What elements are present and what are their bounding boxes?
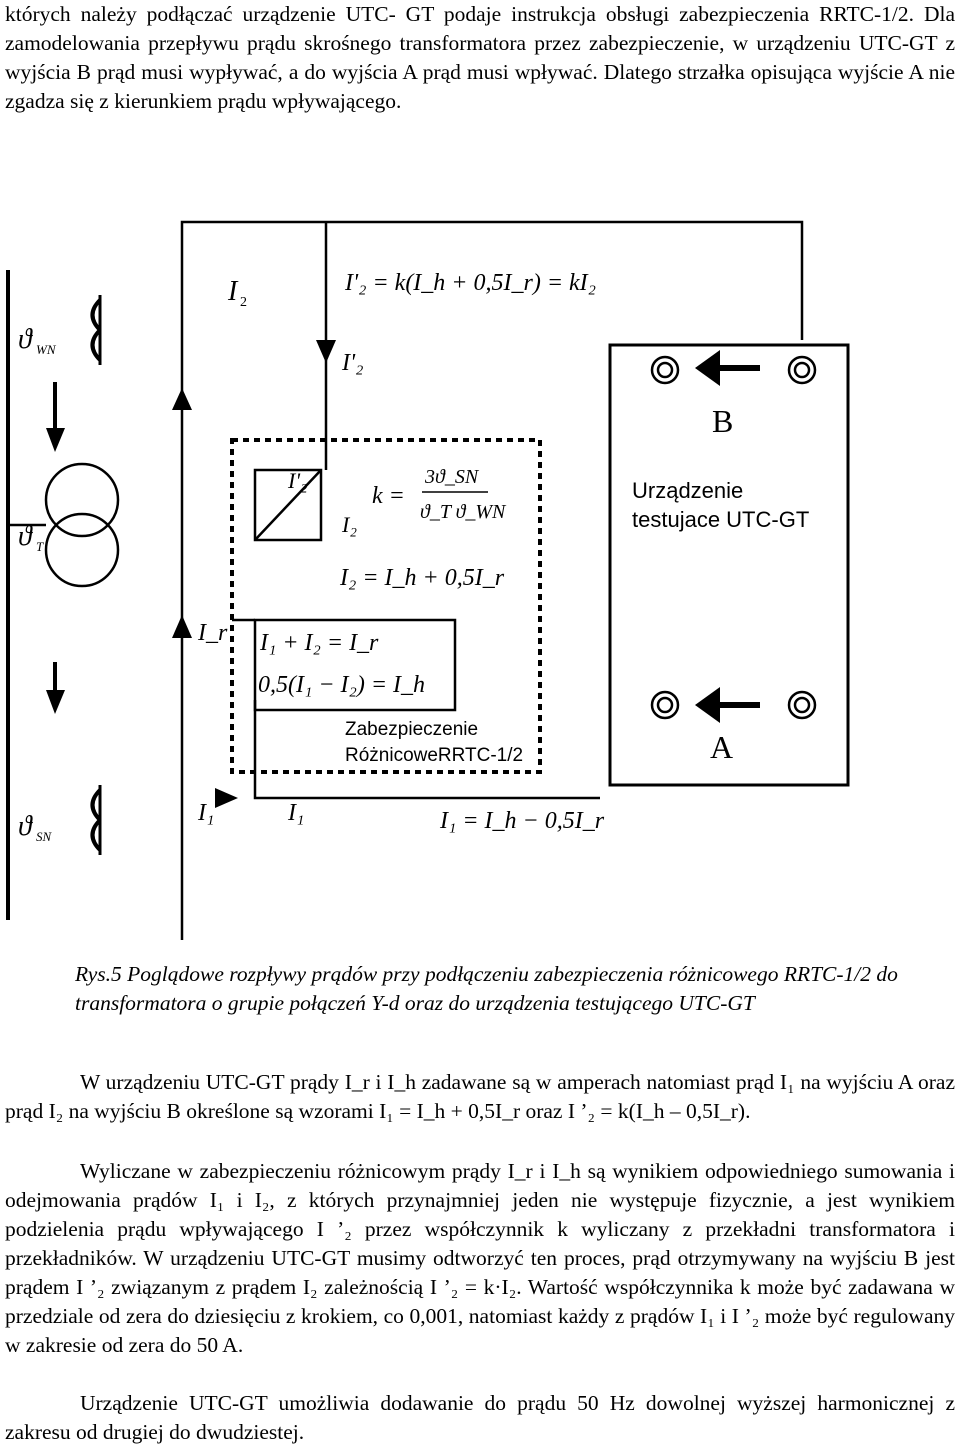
terminal-icon [650, 355, 680, 385]
i1-right-label: I₁ [287, 800, 304, 826]
i2-top-sub: 2 [240, 295, 247, 310]
sum-equation: I₁ + I₂ = I_r [259, 630, 379, 656]
test-device-box [608, 343, 850, 787]
arrow-up-icon [172, 615, 192, 638]
arrow-down-icon [316, 340, 336, 363]
frame-line [180, 220, 804, 420]
circuit-diagram: ϑ WN ϑ T ϑ SN I 2 I'₂ = k(I_h + 0,5I_r) … [6, 220, 850, 940]
ratio-bottom-label: I₂ [341, 512, 357, 537]
k-formula-num: 3ϑ_SN [424, 466, 480, 488]
theta-t-label: ϑ [18, 521, 33, 552]
arrow-down-icon [46, 690, 65, 714]
ir-label: I_r [197, 620, 228, 646]
arrow-up-icon [172, 388, 192, 410]
figure-caption: Rys.5 Poglądowe rozpływy prądów przy pod… [75, 962, 898, 1015]
ratio-box [253, 468, 323, 542]
arrow-left-icon [695, 350, 720, 386]
i1-equation: I₁ = I_h − 0,5I_r [439, 808, 605, 834]
transformer-winding-top-icon [44, 462, 120, 538]
terminal-icon [650, 690, 680, 720]
relay-name-line2: RóżnicoweRRTC-1/2 [345, 745, 523, 766]
transformer-winding-bottom-icon [44, 512, 120, 588]
device-label-line2: testujace UTC-GT [632, 507, 809, 532]
i1-left-label: I₁ [197, 800, 214, 826]
diff-equation: 0,5(I₁ − I₂) = I_h [258, 672, 425, 698]
theta-sn-sub: SN [36, 829, 53, 844]
theta-t-sub: T [36, 539, 44, 554]
k-formula-den: ϑ_T ϑ_WN [420, 501, 507, 523]
paragraph-3: Urządzenie UTC-GT umożliwia dodawanie do… [5, 1391, 955, 1444]
k-formula-lhs: k = [372, 483, 405, 509]
output-a-label: A [710, 729, 733, 765]
paragraph-1: W urządzeniu UTC-GT prądy I_r i I_h zada… [5, 1070, 955, 1123]
theta-wn-sub: WN [36, 342, 57, 357]
relay-box [230, 438, 542, 774]
ct-sn-icon [90, 788, 102, 852]
arrow-left-icon [695, 687, 720, 723]
device-label-line1: Urządzenie [632, 478, 743, 503]
terminal-icon [787, 690, 817, 720]
ratio-top-label: I'₂ [287, 468, 308, 493]
output-b-label: B [712, 403, 733, 439]
relay-name-line1: Zabezpieczenie [345, 719, 478, 740]
i2p-formula: I'₂ = k(I_h + 0,5I_r) = kI₂ [344, 270, 596, 296]
theta-sn-label: ϑ [18, 811, 33, 842]
i2-top-label: I [227, 276, 239, 307]
theta-wn-label: ϑ [18, 324, 33, 355]
ct-wn-icon [90, 298, 102, 362]
intro-paragraph: których należy podłączać urządzenie UTC-… [5, 2, 955, 113]
i2-equation: I₂ = I_h + 0,5I_r [339, 565, 505, 591]
arrow-right-icon [215, 788, 238, 808]
paragraph-2: Wyliczane w zabezpieczeniu różnicowym pr… [5, 1159, 955, 1357]
terminal-icon [787, 355, 817, 385]
sum-diff-box [253, 618, 457, 712]
arrow-down-icon [46, 428, 65, 452]
i2p-arrow-label: I'₂ [341, 350, 363, 376]
